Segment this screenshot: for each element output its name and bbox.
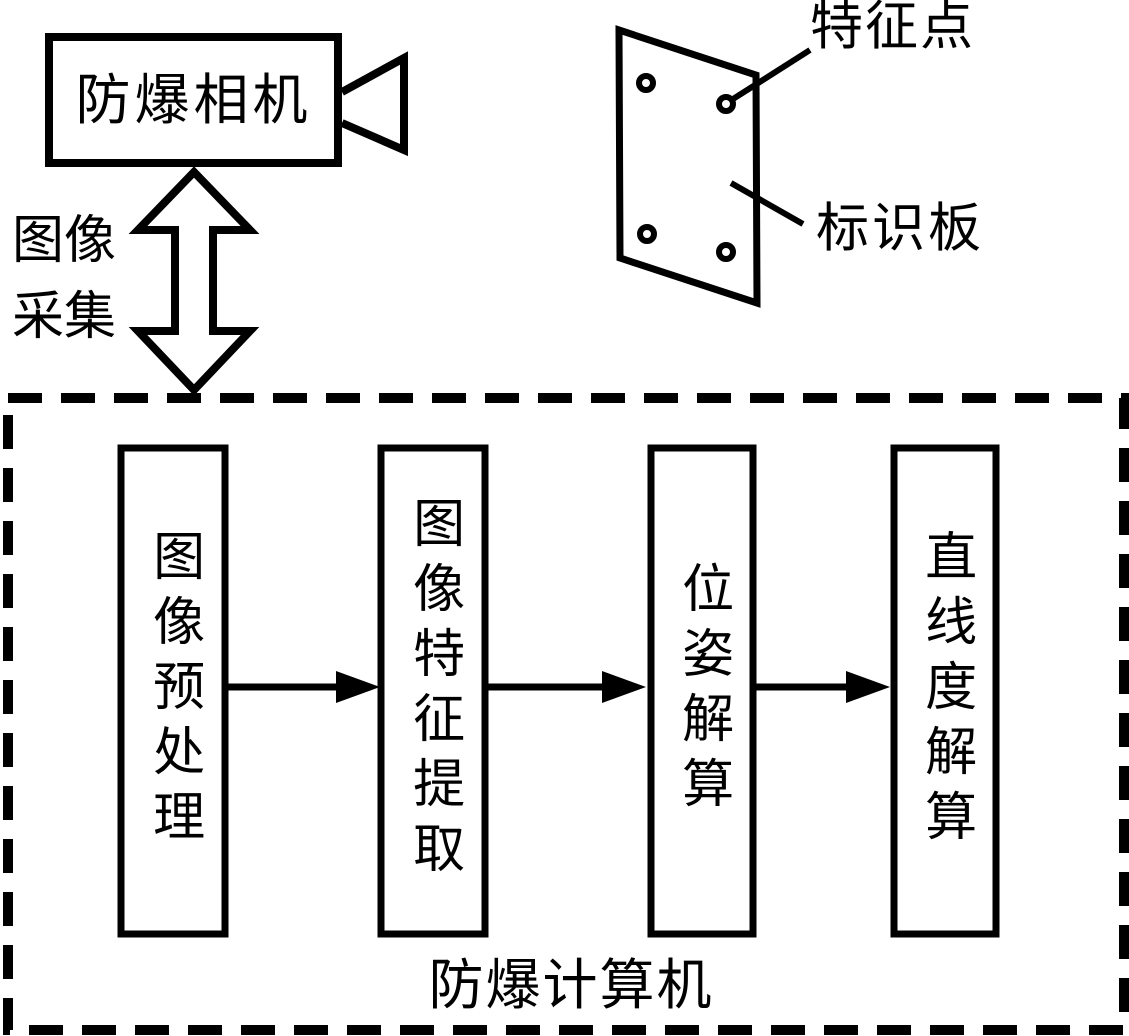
module-label-pose-solve: 位姿解算 xyxy=(673,561,731,821)
feature-point-circle-4 xyxy=(716,242,736,262)
marker-board-shape xyxy=(615,25,761,308)
feature-point-circle-3 xyxy=(637,224,657,244)
computer-label: 防爆计算机 xyxy=(428,955,714,1016)
module-label-preprocess: 图像预处理 xyxy=(144,528,202,854)
camera-box-label: 防爆相机 xyxy=(75,69,312,131)
computer-dashed-border xyxy=(3,393,1129,1035)
feature-point-leader-line xyxy=(731,47,812,102)
camera-box xyxy=(45,33,342,167)
flow-arrow-1 xyxy=(228,671,380,703)
module-label-straightness-solve: 直线度解算 xyxy=(916,528,974,854)
module-box-feature-extract xyxy=(377,444,489,938)
module-label-preprocess-wrap: 图像预处理 xyxy=(118,448,228,934)
feature-point-label: 特征点 xyxy=(810,0,975,56)
camera-box-label-wrap: 防爆相机 xyxy=(49,37,338,163)
feature-point-circle-1 xyxy=(636,73,656,93)
flow-arrow-2 xyxy=(488,671,646,703)
module-label-pose-solve-wrap: 位姿解算 xyxy=(648,448,756,934)
image-acquisition-arrow-icon xyxy=(128,166,260,396)
image-acquisition-label: 图像 采集 xyxy=(8,204,120,356)
image-acquisition-label-line1: 图像 xyxy=(11,213,116,270)
marker-board-label: 标识板 xyxy=(816,200,984,258)
marker-board-leader-line xyxy=(729,180,805,227)
flow-arrow-3 xyxy=(753,671,890,703)
image-acquisition-label-line2: 采集 xyxy=(11,289,116,346)
module-box-pose-solve xyxy=(647,444,757,938)
module-box-straightness-solve xyxy=(890,444,1000,938)
module-label-straightness-solve-wrap: 直线度解算 xyxy=(891,448,999,934)
camera-lens-icon xyxy=(340,51,408,157)
module-label-feature-extract: 图像特征提取 xyxy=(404,496,462,886)
module-label-feature-extract-wrap: 图像特征提取 xyxy=(378,448,488,934)
module-box-preprocess xyxy=(117,444,229,938)
feature-point-circle-2 xyxy=(716,94,736,114)
